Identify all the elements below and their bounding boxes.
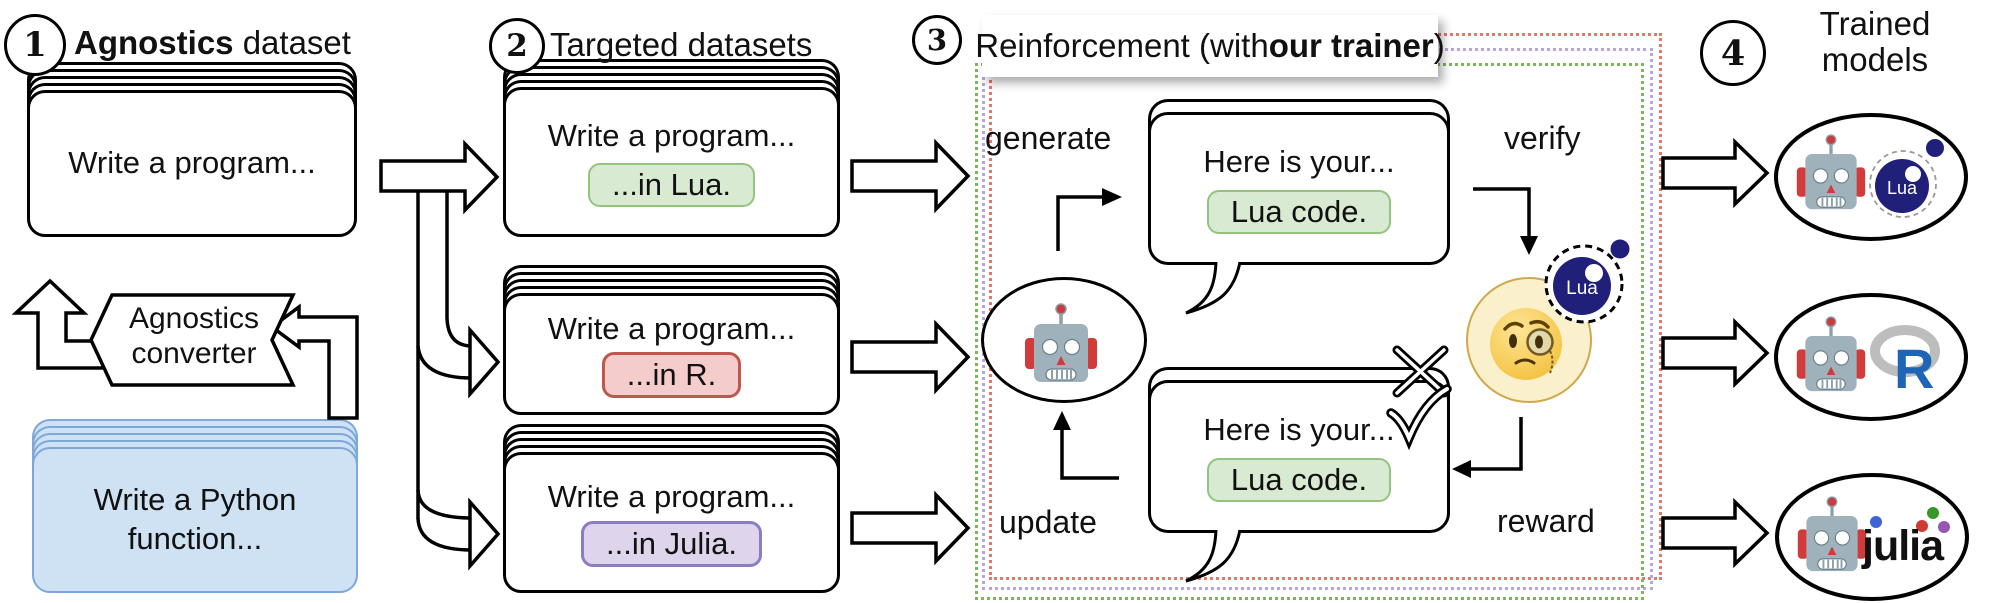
step-3-title: Reinforcement (with our trainer) <box>975 15 1445 77</box>
robot-icon <box>1793 313 1869 404</box>
bubble-badge-lua-code: Lua code. <box>1206 457 1392 502</box>
julia-dot-blue <box>1870 516 1882 528</box>
bubble-text: Here is your... <box>1203 412 1395 448</box>
updated-generation-bubble: Here is your... Lua code. <box>1148 367 1450 533</box>
arrow-lua-to-rl <box>850 138 971 214</box>
step-1-digit: 1 <box>23 25 47 65</box>
branch-julia-top <box>416 489 473 520</box>
arrow-to-julia-model <box>1661 497 1770 569</box>
branch-r-head <box>468 325 501 399</box>
julia-dot-green <box>1927 507 1939 519</box>
reward-text: reward <box>1497 503 1595 539</box>
reward-label: reward <box>1497 503 1595 540</box>
update-label: update <box>999 504 1097 541</box>
generate-label: generate <box>985 120 1111 157</box>
step-1-title: Agnostics dataset <box>74 24 351 62</box>
robot-icon <box>1793 131 1869 222</box>
converter-line1: Agnostics <box>128 302 260 335</box>
language-badge-julia: ...in Julia. <box>581 521 762 568</box>
arrow-r-to-rl <box>850 319 971 395</box>
targeted-prompt: Write a program... <box>547 310 796 346</box>
lua-logo-text: Lua <box>1887 178 1918 198</box>
generate-text: generate <box>985 120 1112 156</box>
branch-r-bottom <box>416 345 473 380</box>
branch-r-top <box>445 317 473 348</box>
step-number-1: 1 <box>4 14 66 76</box>
bubble-badge-lua-code: Lua code. <box>1206 189 1392 234</box>
step-2-title: Targeted datasets <box>550 26 812 64</box>
python-card-prompt: Write a Python function... <box>93 482 297 556</box>
bubble-text: Here is your... <box>1203 144 1395 180</box>
step-1-title-bold: Agnostics <box>74 24 234 61</box>
targeted-prompt: Write a program... <box>547 478 796 514</box>
targeted-prompt: Write a program... <box>547 117 796 153</box>
agnostics-card-prompt: Write a program... <box>68 145 316 181</box>
agnostics-dataset-card: Write a program... <box>27 62 357 237</box>
julia-logo-text: julia <box>1862 522 1944 570</box>
arrow-converter-up <box>11 278 105 370</box>
step-2-title-text: Targeted datasets <box>550 26 813 63</box>
language-badge-r: ...in R. <box>601 352 742 399</box>
step-number-3: 3 <box>912 15 962 65</box>
step-4-title: Trained models <box>1790 5 1960 79</box>
arrow-python-to-converter <box>269 303 359 420</box>
julia-dot-red <box>1916 520 1928 532</box>
branch-julia-bottom <box>416 517 473 552</box>
step-number-4: 4 <box>1700 20 1766 86</box>
arrow-dataset-to-lua <box>379 139 500 215</box>
step-3-title-bold: our trainer <box>1268 27 1434 64</box>
julia-dot-purple <box>1938 521 1950 533</box>
language-badge-lua: ...in Lua. <box>588 163 755 208</box>
generation-bubble: Here is your... Lua code. <box>1148 99 1450 265</box>
converter-line2: converter <box>131 337 257 371</box>
step-2-digit: 2 <box>506 28 528 64</box>
step-number-2: 2 <box>489 18 545 74</box>
verify-text: verify <box>1504 120 1581 156</box>
agnostics-converter-label: Agnostics converter <box>108 301 280 372</box>
step-1-title-rest: dataset <box>233 24 351 61</box>
robot-icon <box>1021 300 1101 395</box>
targeted-card-lua: Write a program... ...in Lua. <box>503 59 840 237</box>
lua-trained-logo: Lua <box>1866 134 1950 227</box>
python-dataset-card: Write a Python function... <box>32 419 358 593</box>
arrow-to-lua-model <box>1661 137 1770 209</box>
branch-julia-head <box>468 497 501 571</box>
step-4-digit: 4 <box>1720 32 1746 74</box>
lua-logo-text: Lua <box>1566 278 1598 299</box>
julia-language-logo: julia <box>1856 500 1966 576</box>
step-3-title-post: ) <box>1433 27 1445 64</box>
step-4-title-text: Trained models <box>1819 5 1931 79</box>
update-text: update <box>999 504 1097 540</box>
step-3-title-pre: Reinforcement (with <box>975 27 1269 64</box>
lua-verifier-logo: Lua <box>1542 236 1634 333</box>
verify-label: verify <box>1504 120 1580 157</box>
arrow-julia-to-rl <box>850 490 971 566</box>
targeted-card-r: Write a program... ...in R. <box>503 265 840 415</box>
r-logo-text: R <box>1894 337 1934 398</box>
r-language-logo: R <box>1868 320 1952 403</box>
targeted-card-julia: Write a program... ...in Julia. <box>503 424 840 593</box>
arrow-to-r-model <box>1661 317 1770 389</box>
step-3-digit: 3 <box>926 23 948 57</box>
